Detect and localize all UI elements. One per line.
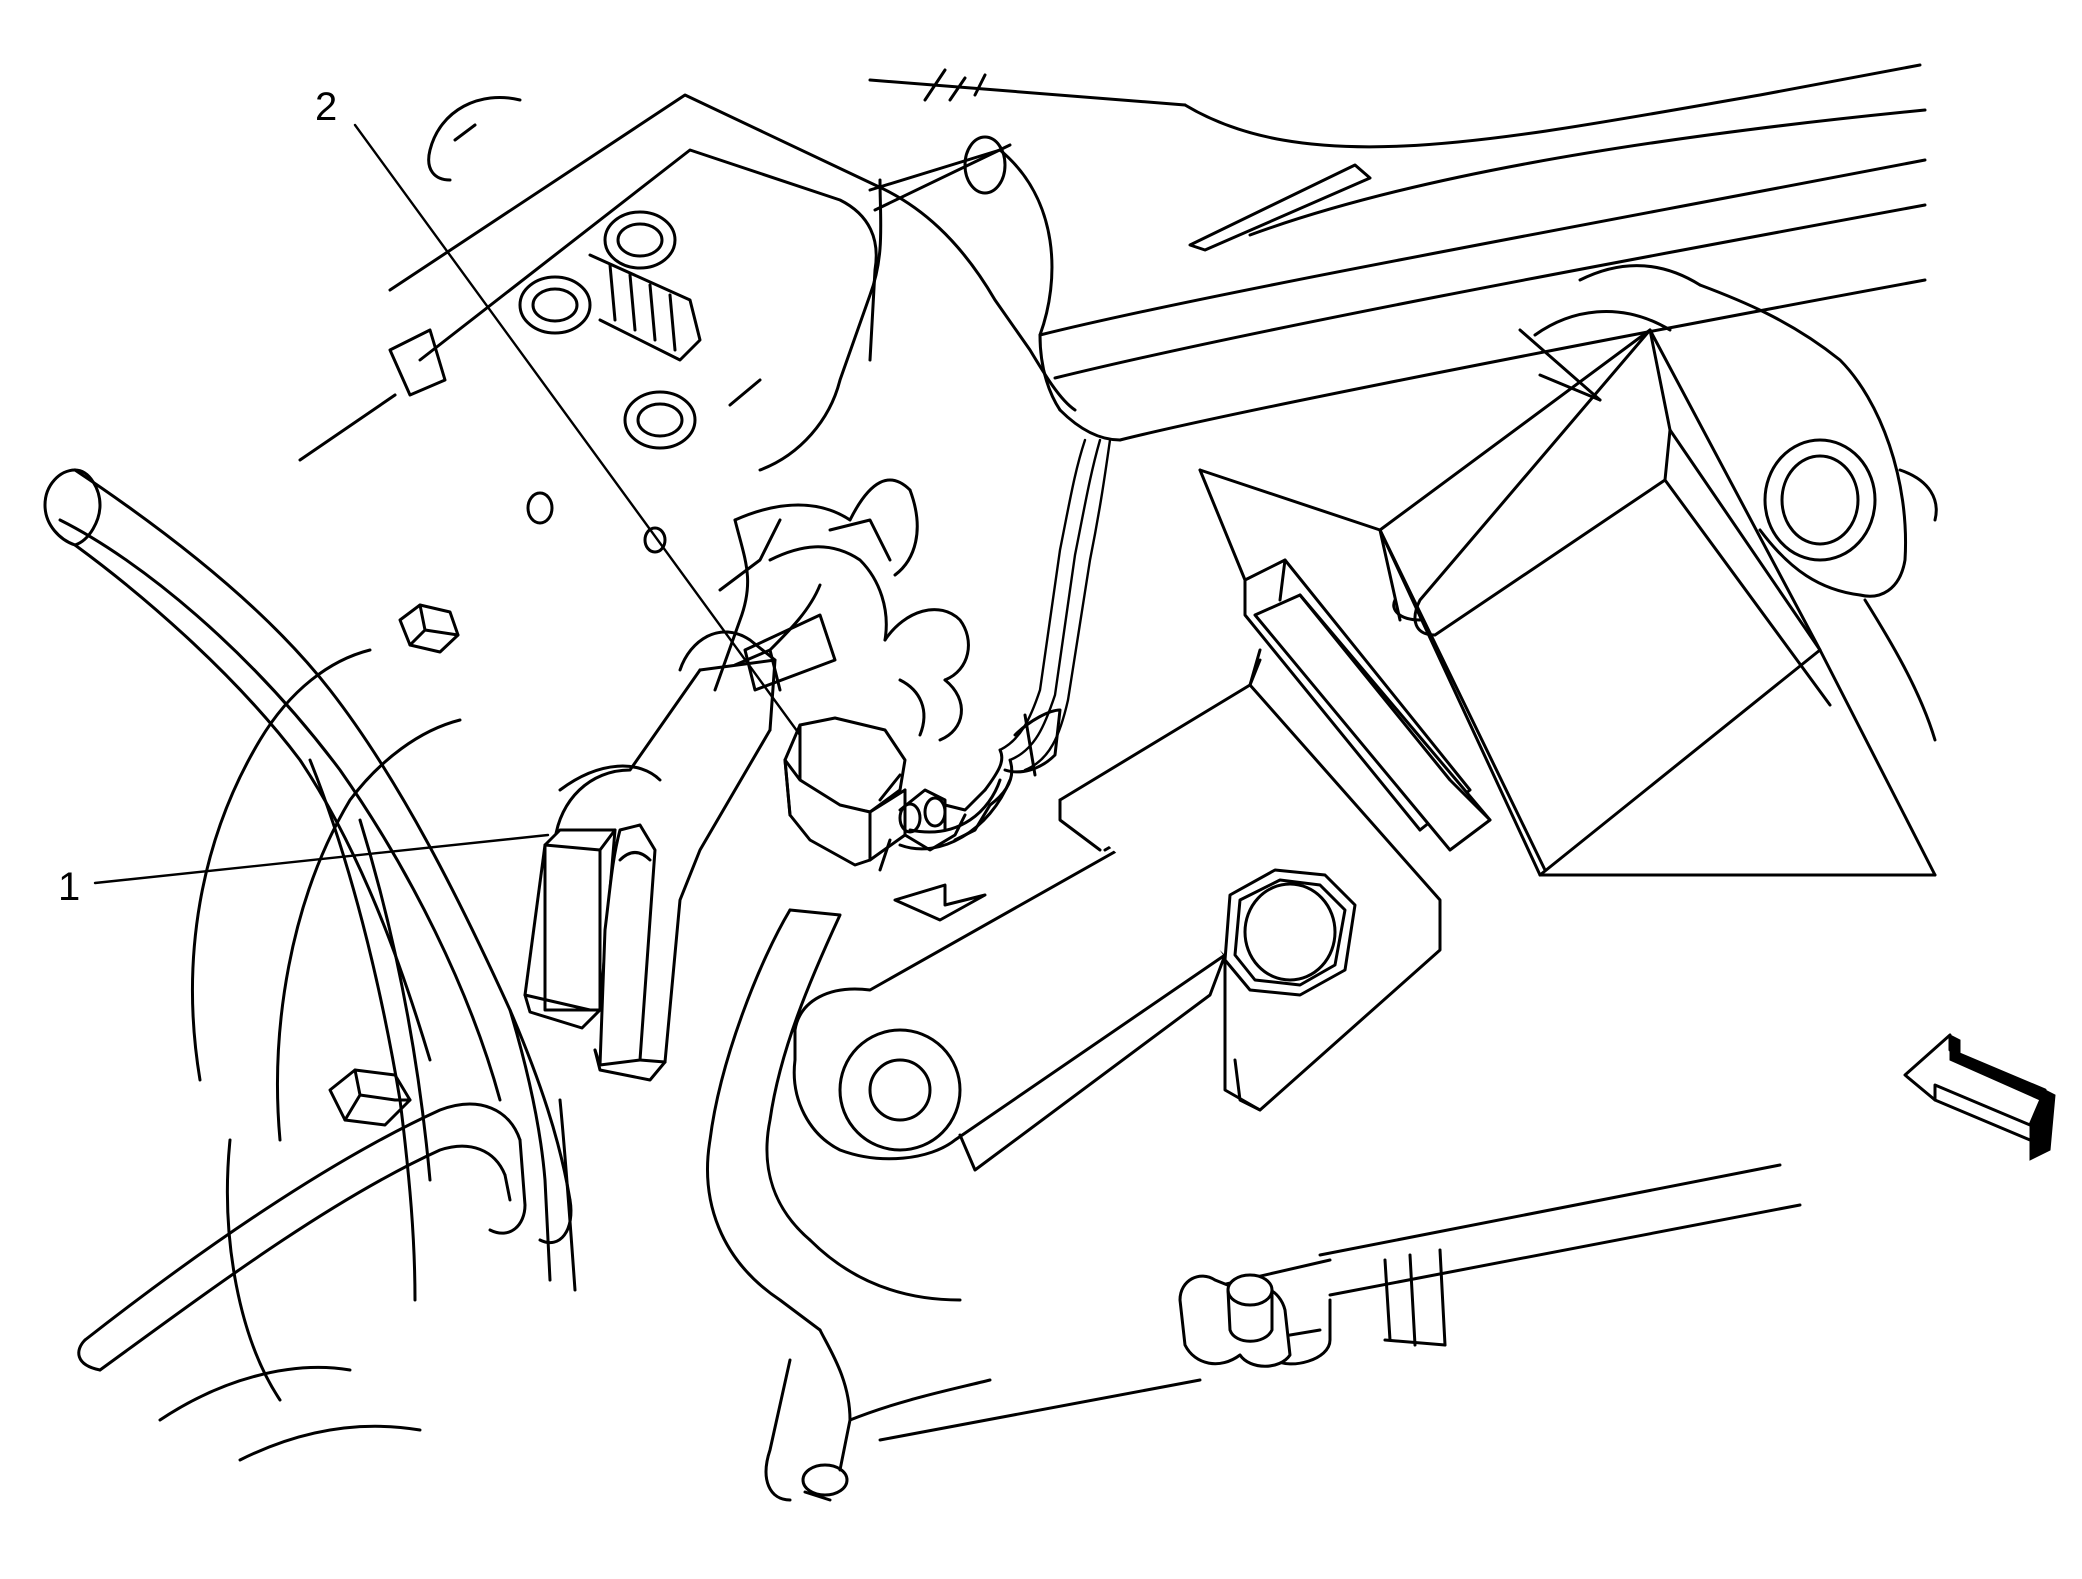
upper-bracket — [388, 68, 1077, 472]
callout-1-label: 1 — [58, 865, 80, 909]
callout-2-label: 2 — [315, 85, 337, 129]
callout-1: 1 — [58, 833, 550, 909]
lower-left-cable — [77, 1102, 573, 1372]
electrical-connector — [783, 716, 1014, 872]
view-direction-arrow-icon — [1903, 1033, 2056, 1161]
connector-bracket — [718, 378, 892, 652]
sensor-body — [523, 630, 777, 1082]
ball-stud — [1178, 1273, 1292, 1368]
upper-frame-rail — [868, 63, 1927, 442]
left-hose-assembly — [43, 468, 577, 1302]
linkage-arm — [706, 908, 992, 1502]
mid-bracket — [713, 478, 970, 742]
lower-right-cable — [878, 1163, 1802, 1442]
lower-left-bolt — [328, 1068, 412, 1127]
small-nut — [398, 603, 460, 654]
actuator-block — [1378, 328, 1937, 877]
wiring-harness — [998, 438, 1112, 777]
right-frame — [1198, 468, 1937, 742]
lower-left-housing — [158, 648, 462, 1462]
shaft-housing — [1058, 558, 1492, 1112]
bracket-tab — [893, 883, 987, 922]
callout-2: 2 — [315, 85, 802, 737]
hex-bolt — [1223, 868, 1357, 997]
mount-ear — [1518, 264, 1938, 598]
stud-bolts — [298, 95, 702, 554]
